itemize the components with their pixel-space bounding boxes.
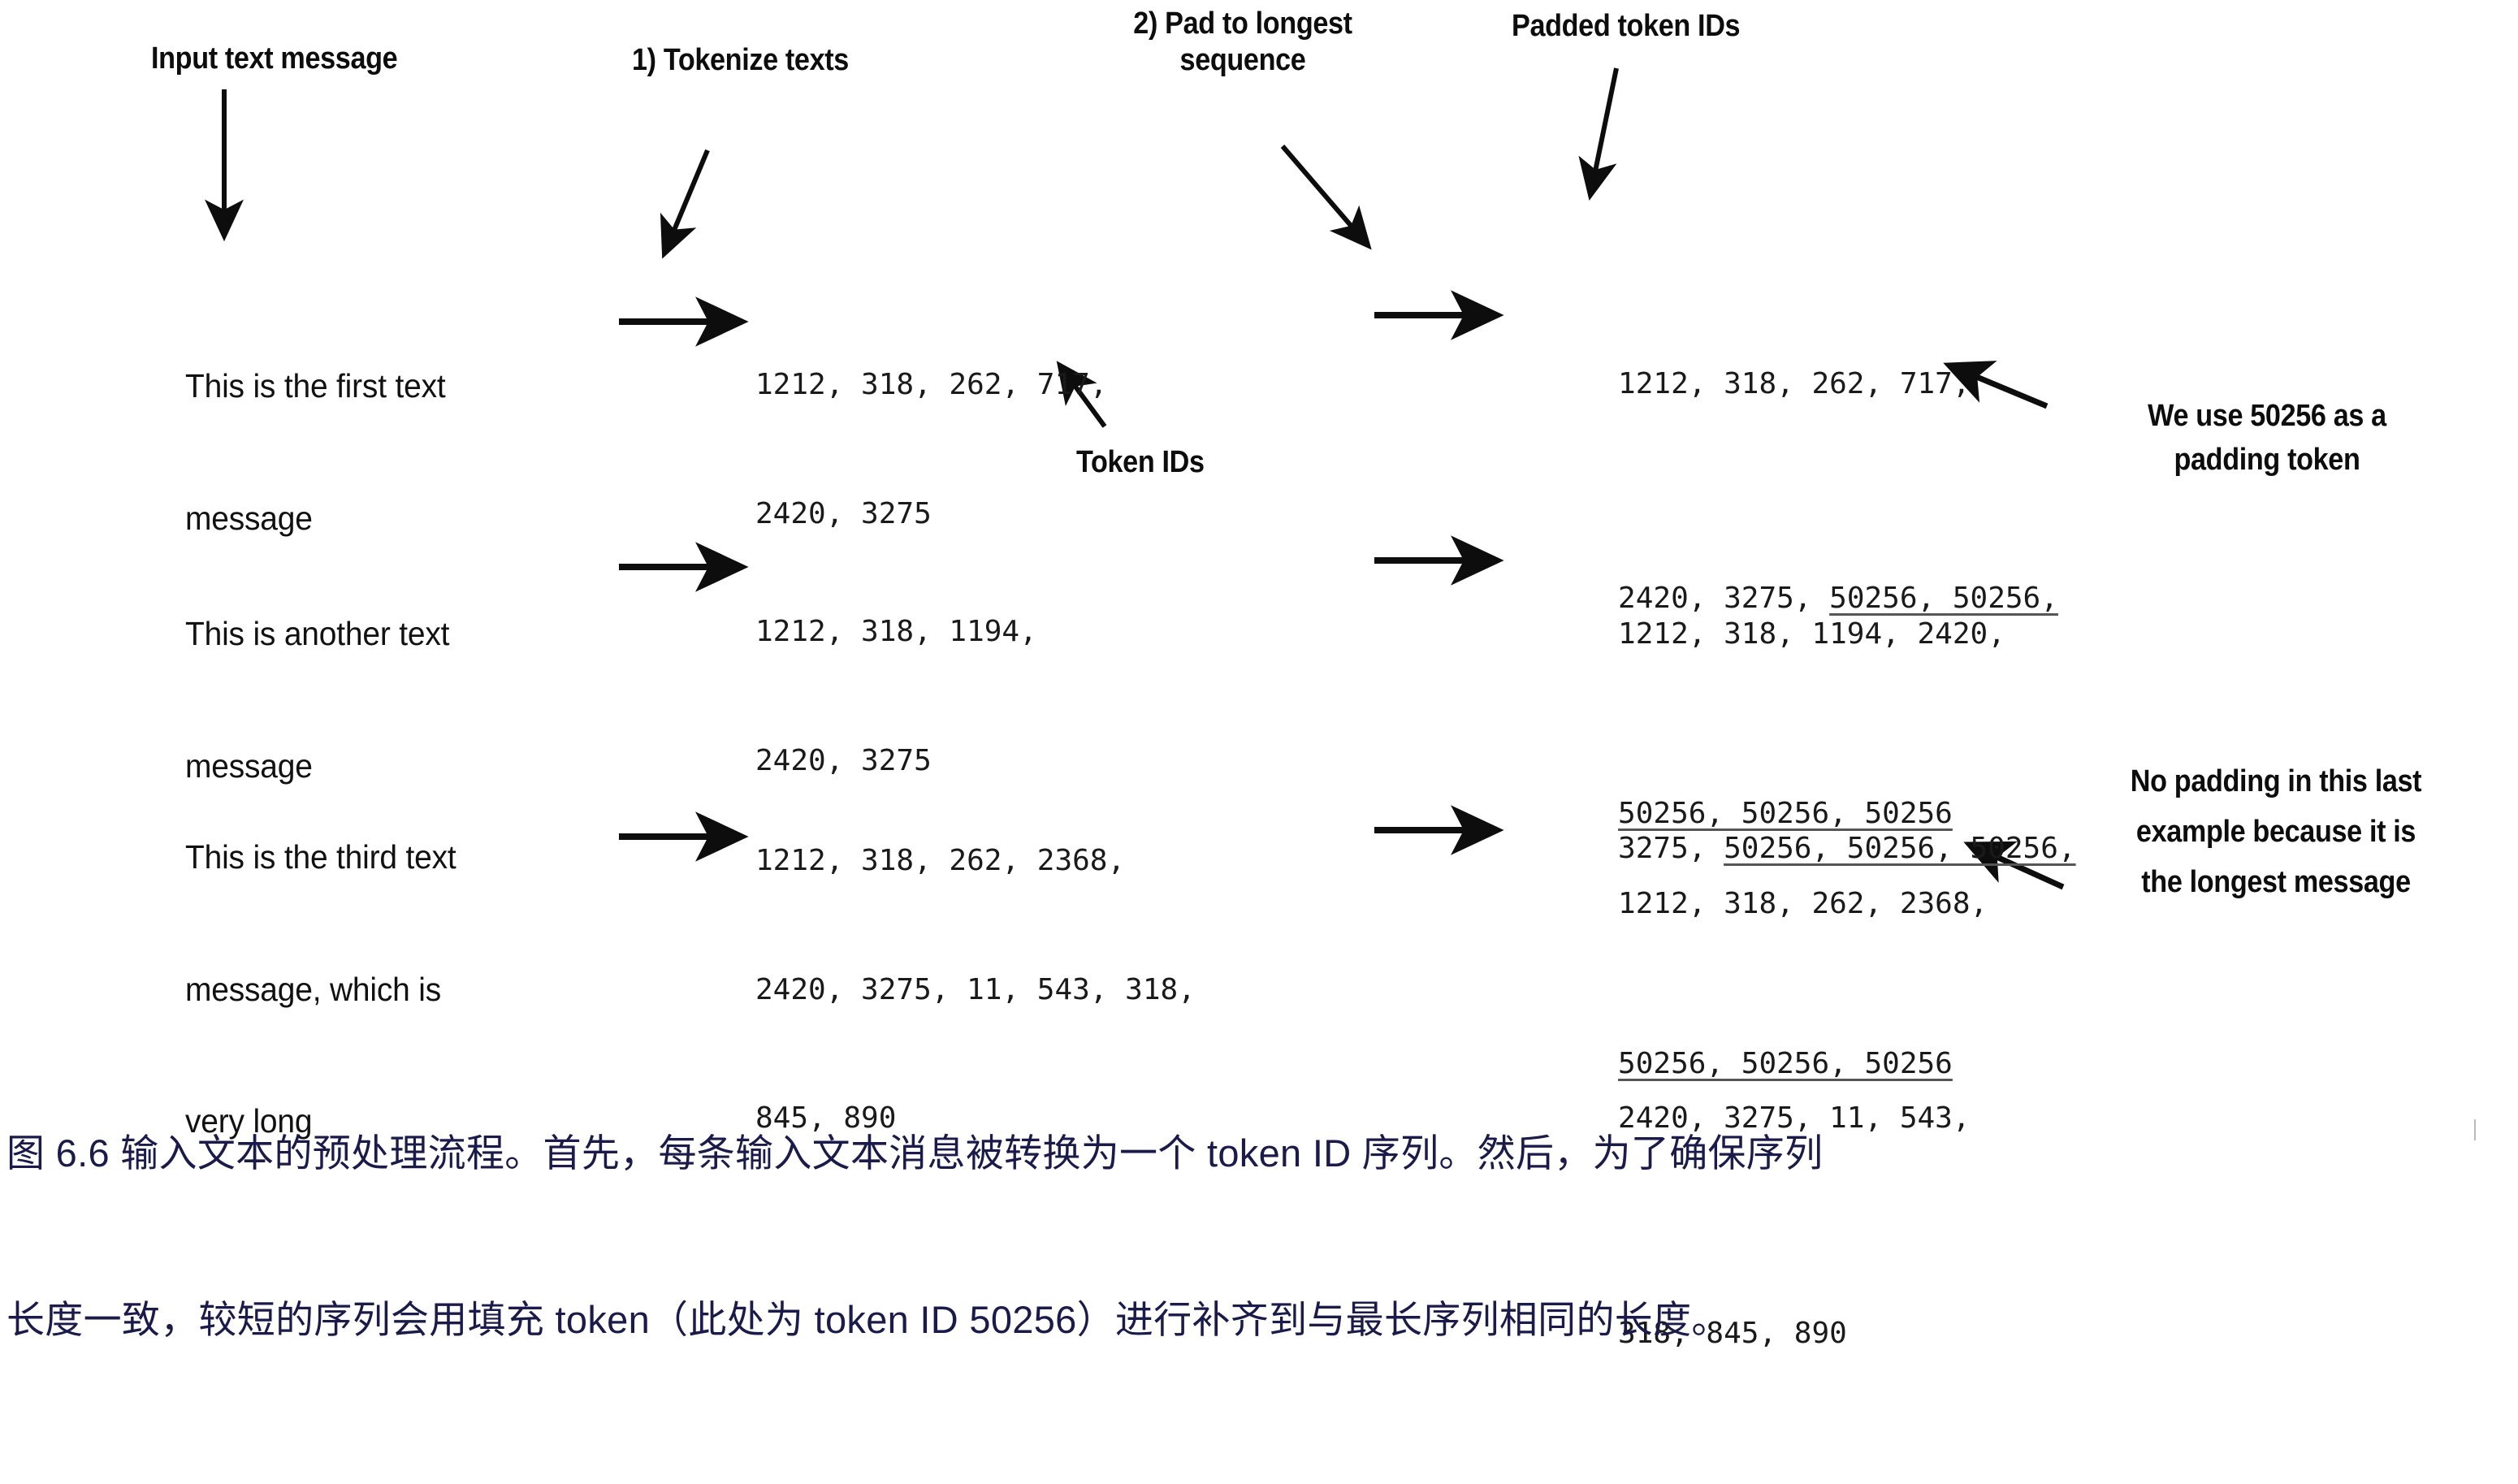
row2-padded-line-2: 3275, 50256, 50256, 50256, [1512,785,2076,914]
label-padded-token-ids: Padded token IDs [1512,9,1741,43]
row3-message-line-3: very long [185,1101,313,1140]
callout-no-padding-note-line1: No padding in this last [2130,764,2422,798]
label-input-text-message: Input text message [151,41,398,76]
label-tokenize-step: 1) Tokenize texts [632,43,849,77]
row2-token-ids: 1212, 318, 1194, 2420, 3275 [755,525,1037,868]
row3-message-line-2: message, which is [185,970,441,1008]
seg-plain: 2420, 3275, [1618,582,1830,616]
callout-padding-note-line2: padding token [2174,443,2360,477]
callout-no-padding-note-line2: example because it is [2135,815,2416,849]
row3-token-ids: 1212, 318, 262, 2368, 2420, 3275, 11, 54… [755,754,1196,1227]
row2-token-ids-line-2: 2420, 3275 [755,743,932,777]
seg-padding-token: 50256, 50256, [1829,582,2058,616]
seg-padding-token: 50256, 50256, 50256 [1618,796,1953,830]
row3-token-ids-line-3: 845, 890 [755,1101,897,1136]
row3-token-ids-line-2: 2420, 3275, 11, 543, 318, [755,972,1196,1006]
row2-message-line-2: message [185,746,313,785]
page-edge-tick [2474,1119,2476,1140]
row1-padded-token-ids: 1212, 318, 262, 717, 2420, 3275, 50256, … [1512,234,2058,964]
row1-token-ids-line-2: 2420, 3275 [755,496,932,530]
seg-plain: 1212, 318, 1194, 2420, [1618,617,2005,651]
table-row: This is the first text message [185,276,446,628]
label-pad-step-line2: sequence [1179,43,1306,77]
row3-padded-line-1: 1212, 318, 262, 2368, [1512,840,1988,969]
row2-padded-line-1: 1212, 318, 1194, 2420, [1512,570,2076,699]
seg-plain: 3275, [1618,832,1724,866]
figure-container: Input text message 1) Tokenize texts 2) … [6,6,2476,1350]
seg-padding-token: 50256, 50256, 50256 [1618,1046,1953,1080]
table-row: This is another text message [185,524,449,876]
seg-padding-token: 50256, 50256, 50256, [1724,832,2076,866]
row1-token-ids-line-1: 1212, 318, 262, 717, [755,367,1108,401]
row3-padded-line-2: 2420, 3275, 11, 543, [1512,1054,1988,1183]
callout-padding-note-line1: We use 50256 as a [2148,399,2386,433]
seg-plain: 2420, 3275, 11, 543, [1618,1101,1971,1136]
row2-padded-token-ids: 1212, 318, 1194, 2420, 3275, 50256, 5025… [1512,484,2076,1214]
row1-token-ids: 1212, 318, 262, 717, 2420, 3275 [755,278,1107,621]
arrow-padded-token-ids [1578,67,1619,201]
caption-line-2: 长度一致，较短的序列会用填充 token（此处为 token ID 50256）… [6,1297,1730,1341]
row1-padded-line-3: 50256, 50256, 50256 [1512,750,2058,879]
row1-message-line-2: message [185,499,313,537]
row2-message-line-1: This is another text [185,615,450,653]
row2-padded-line-3: 50256, 50256, 50256 [1512,1000,2076,1129]
arrow-pad-to-longest [1280,145,1372,250]
caption-line-1: 图 6.6 输入文本的预处理流程。首先，每条输入文本消息被转换为一个 token… [6,1131,1824,1175]
row3-message-line-1: This is the third text [185,838,456,876]
label-token-ids: Token IDs [1076,445,1205,479]
seg-plain: 1212, 318, 262, 717, [1618,366,1971,400]
table-row: This is the third text message, which is… [185,747,456,1231]
row1-padded-line-1: 1212, 318, 262, 717, [1512,320,2058,449]
callout-no-padding-note-line3: the longest message [2141,865,2411,899]
row1-padded-line-2: 2420, 3275, 50256, 50256, [1512,534,2058,664]
arrow-tokenize-texts [660,149,710,259]
row3-token-ids-line-1: 1212, 318, 262, 2368, [755,843,1126,877]
seg-plain: 1212, 318, 262, 2368, [1618,886,1988,920]
row2-token-ids-line-1: 1212, 318, 1194, [755,614,1037,648]
row1-message-line-1: This is the first text [185,367,446,405]
label-pad-step-line1: 2) Pad to longest [1133,6,1352,41]
figure-caption: 图 6.6 输入文本的预处理流程。首先，每条输入文本消息被转换为一个 token… [6,1015,2512,1458]
